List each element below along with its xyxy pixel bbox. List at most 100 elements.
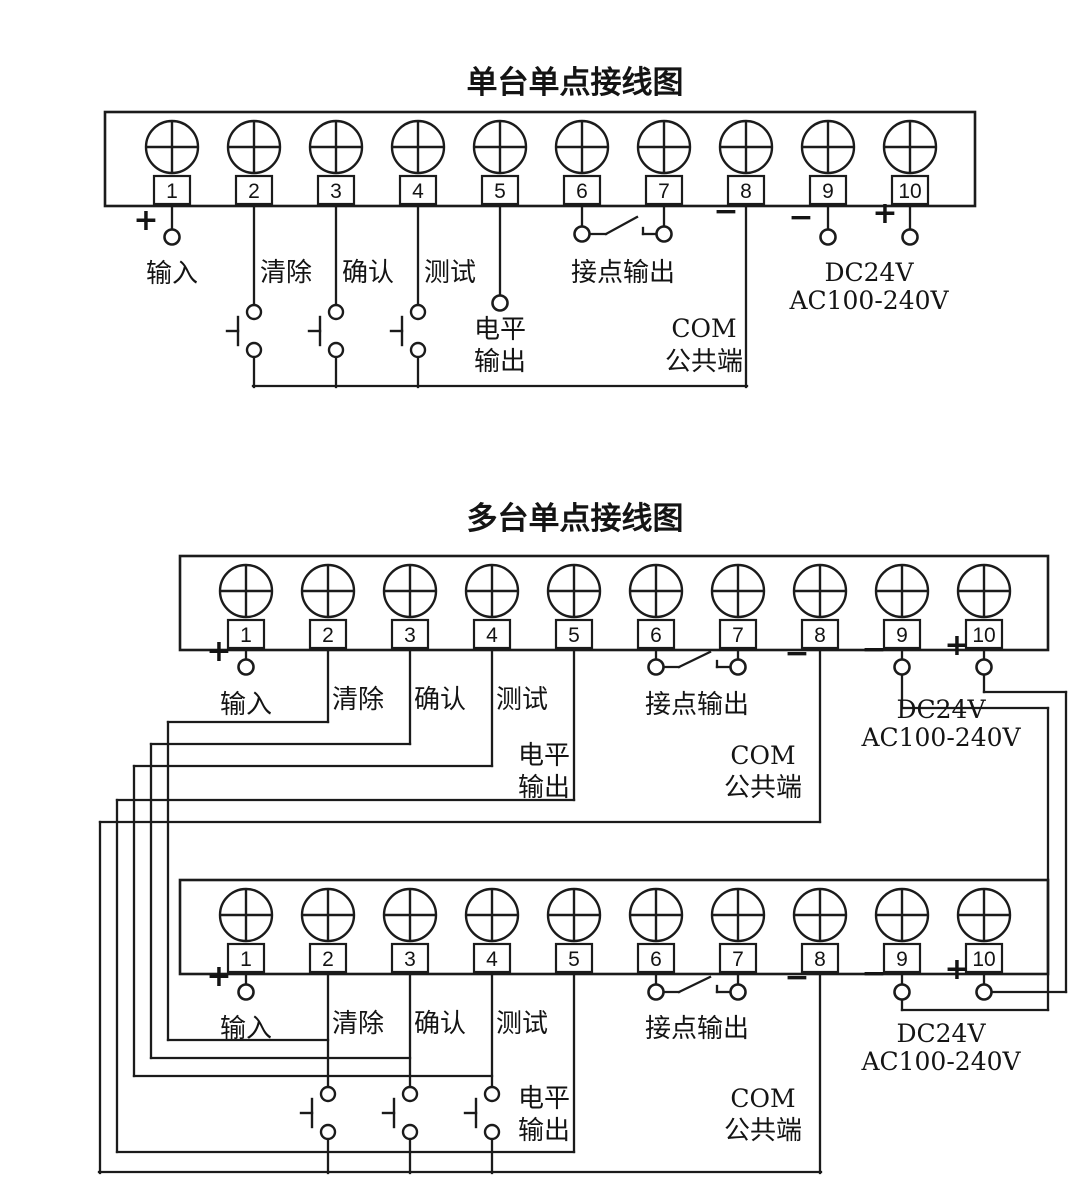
terminal-number: 2 [248, 180, 260, 203]
diagram-title: 多台单点接线图 [467, 501, 684, 536]
wires [97, 648, 1068, 1175]
level-output-label-line1: 电平 [518, 740, 570, 770]
clear-label: 清除 [260, 257, 312, 287]
contact-output-connector [573, 225, 591, 243]
screw-icon [382, 563, 438, 619]
terminal: 9 [800, 119, 856, 206]
terminal-number-box [226, 942, 266, 974]
terminal-number-box [800, 942, 840, 974]
test-label: 测试 [496, 684, 548, 714]
terminal-number-box [308, 618, 348, 650]
screw-icon [792, 563, 848, 619]
terminal: 3 [382, 887, 438, 974]
power-dc-label: DC24V [896, 1019, 986, 1048]
terminal-number-box [800, 618, 840, 650]
terminal: 8 [792, 563, 848, 650]
terminal-number-box [398, 174, 438, 206]
common-terminal-label: 公共端 [665, 346, 743, 376]
screw-icon [710, 563, 766, 619]
terminal: 5 [546, 563, 602, 650]
terminal-number-box [316, 174, 356, 206]
power-minus-connector [819, 228, 837, 246]
terminal-number: 4 [412, 180, 424, 203]
terminal-number-box [480, 174, 520, 206]
push-button-confirm [307, 303, 345, 359]
test-label: 测试 [496, 1008, 548, 1038]
power-plus-connector [975, 658, 993, 676]
terminal-number: 6 [650, 624, 662, 647]
terminal-number: 8 [814, 948, 826, 971]
terminal-number-box [226, 618, 266, 650]
screw-icon [718, 119, 774, 175]
level-output-connector [491, 294, 509, 312]
terminal-number: 9 [896, 948, 908, 971]
minus-sign: − [713, 194, 738, 229]
terminal-number-box [726, 174, 766, 206]
terminal-number: 5 [568, 948, 580, 971]
minus-sign: − [861, 956, 886, 991]
screw-icon [464, 887, 520, 943]
terminal-number: 7 [732, 948, 744, 971]
terminal: 2 [300, 887, 356, 974]
terminal-strip: 1 2 3 4 5 6 7 8 9 10 [144, 119, 938, 206]
terminal: 5 [546, 887, 602, 974]
level-output-label-line2: 输出 [474, 346, 526, 376]
terminal-number-box [718, 942, 758, 974]
multi-unit-diagram: 多台单点接线图 1 2 3 4 5 6 7 8 9 10 1 2 3 4 5 6… [97, 501, 1068, 1175]
terminal: 3 [308, 119, 364, 206]
screw-icon [472, 119, 528, 175]
terminal-number: 10 [972, 624, 995, 647]
minus-sign: − [788, 200, 813, 235]
plus-sign: + [944, 952, 969, 987]
terminal: 4 [464, 887, 520, 974]
terminal-number: 7 [732, 624, 744, 647]
terminal-number: 6 [650, 948, 662, 971]
terminal-number: 4 [486, 948, 498, 971]
push-button-test [463, 1085, 501, 1141]
terminal-number: 2 [322, 948, 334, 971]
terminal-number-box [644, 174, 684, 206]
terminal-number: 4 [486, 624, 498, 647]
terminal-number-box [308, 942, 348, 974]
terminal-number-box [554, 618, 594, 650]
terminal: 10 [882, 119, 938, 206]
test-label: 测试 [424, 257, 476, 287]
minus-sign: − [784, 636, 809, 671]
input-connector [237, 983, 255, 1001]
terminal: 1 [144, 119, 200, 206]
contact-output-connector [655, 225, 673, 243]
screw-icon [218, 563, 274, 619]
clear-label: 清除 [332, 684, 384, 714]
level-output-label-line1: 电平 [518, 1083, 570, 1113]
terminal: 6 [628, 887, 684, 974]
power-minus-connector [893, 983, 911, 1001]
terminal-number: 7 [658, 180, 670, 203]
plus-sign: + [206, 634, 231, 669]
terminal: 4 [464, 563, 520, 650]
screw-icon [546, 563, 602, 619]
contact-output-connector [729, 658, 747, 676]
input-label: 输入 [220, 1013, 272, 1043]
screw-icon [464, 563, 520, 619]
screw-icon [554, 119, 610, 175]
terminal-number: 8 [740, 180, 752, 203]
screw-icon [390, 119, 446, 175]
terminal-number-box [554, 942, 594, 974]
push-button-test [389, 303, 427, 359]
plus-sign: + [872, 196, 897, 231]
terminal-number-box [890, 174, 930, 206]
push-button-clear [299, 1085, 337, 1141]
plus-sign: + [206, 959, 231, 994]
contact-output-label: 接点输出 [645, 1013, 749, 1043]
terminal-number-box [390, 942, 430, 974]
terminal: 2 [300, 563, 356, 650]
terminal-number: 3 [404, 624, 416, 647]
minus-sign: − [784, 960, 809, 995]
screw-icon [636, 119, 692, 175]
input-label: 输入 [146, 258, 198, 288]
single-unit-diagram: 单台单点接线图 1 2 3 4 5 6 7 8 9 10 [103, 65, 977, 389]
push-button-clear [225, 303, 263, 359]
contact-switch-icon [588, 215, 658, 236]
